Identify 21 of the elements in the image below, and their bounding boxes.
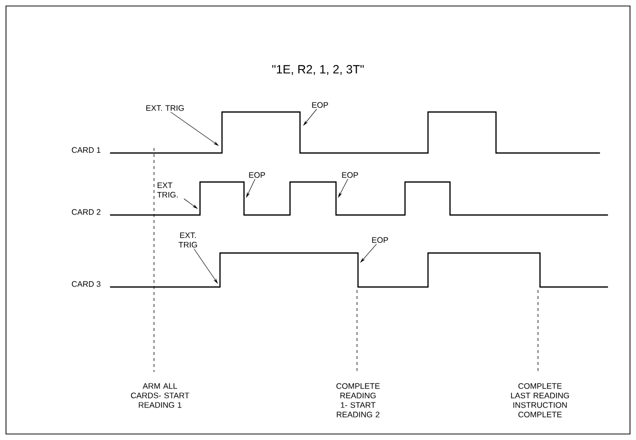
event-label: COMPLETE LAST READING INSTRUCTION COMPLETE [511, 383, 569, 418]
callout-text: EOP [372, 237, 388, 243]
arrow [303, 108, 317, 126]
event-label: COMPLETE READING 1- START READING 2 [336, 383, 380, 418]
arrow [338, 178, 348, 198]
arrow [184, 198, 198, 209]
callout-text: EOP [342, 172, 358, 178]
arrow [170, 112, 218, 146]
event-label: ARM ALL CARDS- START READING 1 [131, 383, 190, 408]
callout-text: EOP [249, 172, 266, 178]
title: "1E, R2, 1, 2, 3T" [272, 65, 364, 75]
row-label: CARD 2 [72, 209, 100, 215]
callout-text: EXT. TRIG [178, 232, 197, 248]
callout-text: EXT. TRIG [146, 105, 184, 111]
arrow [360, 244, 377, 262]
row-label: CARD 1 [72, 147, 100, 153]
row-label: CARD 3 [72, 281, 100, 287]
callout-text: EOP [312, 102, 328, 108]
arrow [246, 178, 256, 198]
callout-text: EXT TRIG. [157, 182, 178, 198]
arrow [194, 248, 218, 284]
